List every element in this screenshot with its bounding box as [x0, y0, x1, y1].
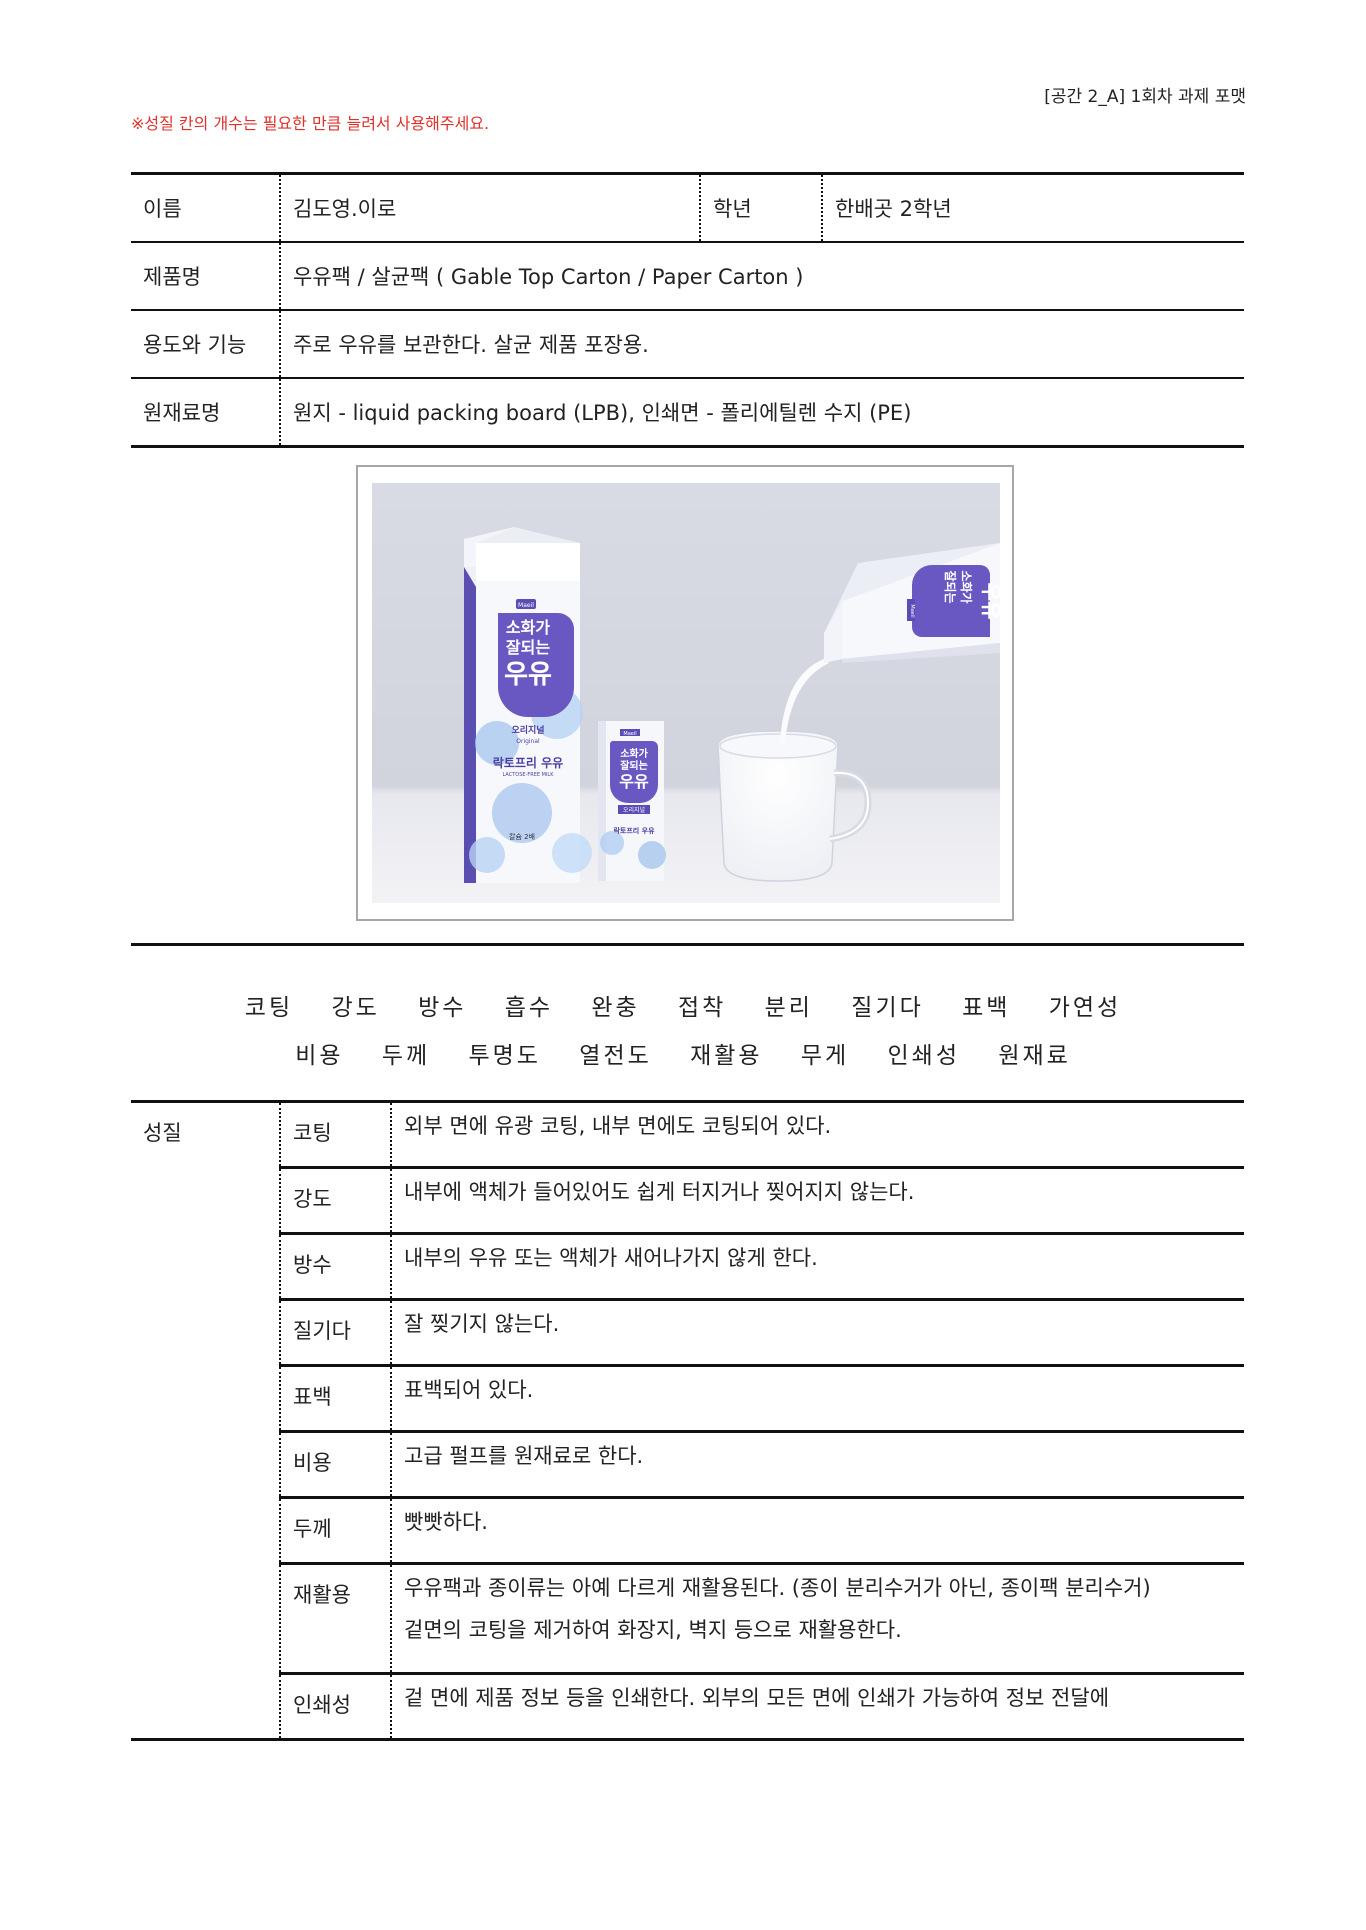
property-desc-line: 우유팩과 종이류는 아예 다르게 재활용된다. (종이 분리수거가 아닌, 종이… — [404, 1576, 1151, 1600]
svg-text:Maeil: Maeil — [623, 731, 636, 737]
name-value: 김도영.이로 — [279, 172, 700, 243]
svg-text:잘되는: 잘되는 — [506, 638, 550, 657]
property-row: 방수 내부의 우유 또는 액체가 새어나가지 않게 한다. — [131, 1233, 1244, 1301]
property-row: 표백 표백되어 있다. — [131, 1365, 1244, 1433]
keyword: 흡수 — [504, 995, 554, 1021]
svg-text:우유: 우유 — [619, 772, 649, 791]
milk-stream — [780, 659, 829, 743]
svg-text:잘되는: 잘되는 — [620, 759, 648, 772]
svg-text:락토프리 우유: 락토프리 우유 — [493, 755, 563, 770]
svg-text:오리지널: 오리지널 — [623, 806, 645, 814]
product-label: 제품명 — [131, 242, 280, 311]
name-label: 이름 — [131, 172, 280, 243]
svg-text:잘되는: 잘되는 — [943, 570, 958, 603]
keyword: 무게 — [800, 1043, 850, 1069]
keyword: 투명도 — [468, 1043, 541, 1069]
keyword: 비용 — [295, 1043, 344, 1069]
product-value: 우유팩 / 살균팩 ( Gable Top Carton / Paper Car… — [279, 242, 1244, 311]
property-desc: 잘 찢기지 않는다. — [391, 1299, 1244, 1367]
use-label: 용도와 기능 — [131, 310, 280, 379]
property-name: 강도 — [279, 1167, 392, 1235]
keyword: 분리 — [764, 995, 813, 1021]
info-table: 이름 김도영.이로 학년 한배곳 2학년 제품명 우유팩 / 살균팩 ( Gab… — [131, 172, 1244, 448]
svg-text:LACTOSE-FREE MILK: LACTOSE-FREE MILK — [503, 772, 555, 778]
keyword: 두께 — [381, 1043, 431, 1069]
milk-glass — [717, 730, 872, 882]
svg-text:우유: 우유 — [504, 660, 552, 690]
property-row: 질기다 잘 찢기지 않는다. — [131, 1299, 1244, 1367]
section-divider — [131, 943, 1244, 946]
material-value: 원지 - liquid packing board (LPB), 인쇄면 - 폴… — [279, 378, 1244, 448]
svg-text:락토프리 우유: 락토프리 우유 — [613, 826, 655, 835]
property-row: 성질 코팅 외부 면에 유광 코팅, 내부 면에도 코팅되어 있다. — [131, 1100, 1244, 1741]
property-row: 비용 고급 펄프를 원재료로 한다. — [131, 1431, 1244, 1499]
keyword: 인쇄성 — [887, 1043, 960, 1069]
property-row: 두께 빳빳하다. — [131, 1497, 1244, 1565]
pouring-milk-carton: 소화가 잘되는 우유 Maeil — [824, 543, 1000, 663]
product-photo: Maeil 소화가 잘되는 우유 오리지널 Original 락토프리 우유 L… — [372, 483, 1000, 903]
info-row-material: 원재료명 원지 - liquid packing board (LPB), 인쇄… — [131, 378, 1244, 448]
keyword: 강도 — [331, 995, 380, 1021]
keyword: 방수 — [418, 995, 467, 1021]
keyword: 재활용 — [690, 1043, 763, 1069]
property-desc: 우유팩과 종이류는 아예 다르게 재활용된다. (종이 분리수거가 아닌, 종이… — [391, 1563, 1244, 1675]
big-milk-carton: Maeil 소화가 잘되는 우유 오리지널 Original 락토프리 우유 L… — [464, 527, 592, 883]
product-photo-frame: Maeil 소화가 잘되는 우유 오리지널 Original 락토프리 우유 L… — [356, 465, 1014, 921]
keyword: 완충 — [591, 995, 640, 1021]
properties-category-label: 성질 — [131, 1100, 280, 1741]
info-row-product: 제품명 우유팩 / 살균팩 ( Gable Top Carton / Paper… — [131, 242, 1244, 311]
svg-text:오리지널: 오리지널 — [511, 724, 544, 736]
keyword: 코팅 — [244, 995, 294, 1021]
property-desc: 겉 면에 제품 정보 등을 인쇄한다. 외부의 모든 면에 인쇄가 가능하여 정… — [391, 1673, 1244, 1741]
property-desc: 빳빳하다. — [391, 1497, 1244, 1565]
property-desc: 고급 펄프를 원재료로 한다. — [391, 1431, 1244, 1499]
properties-table: 성질 코팅 외부 면에 유광 코팅, 내부 면에도 코팅되어 있다. 강도 내부… — [131, 1100, 1244, 1741]
property-name: 코팅 — [279, 1100, 392, 1169]
property-row: 재활용 우유팩과 종이류는 아예 다르게 재활용된다. (종이 분리수거가 아닌… — [131, 1563, 1244, 1675]
keyword: 열전도 — [579, 1043, 652, 1069]
info-row-name: 이름 김도영.이로 학년 한배곳 2학년 — [131, 172, 1244, 243]
svg-text:우유: 우유 — [979, 583, 1000, 620]
property-name: 두께 — [279, 1497, 392, 1565]
property-row: 강도 내부에 액체가 들어있어도 쉽게 터지거나 찢어지지 않는다. — [131, 1167, 1244, 1235]
svg-text:Maeil: Maeil — [518, 602, 534, 609]
keyword: 질기다 — [851, 995, 924, 1021]
property-row: 인쇄성 겉 면에 제품 정보 등을 인쇄한다. 외부의 모든 면에 인쇄가 가능… — [131, 1673, 1244, 1741]
info-row-use: 용도와 기능 주로 우유를 보관한다. 살균 제품 포장용. — [131, 310, 1244, 379]
svg-text:소화가: 소화가 — [959, 570, 974, 603]
svg-text:칼슘 2배: 칼슘 2배 — [509, 832, 535, 841]
keyword: 표백 — [962, 995, 1011, 1021]
property-desc: 외부 면에 유광 코팅, 내부 면에도 코팅되어 있다. — [391, 1100, 1244, 1169]
property-name: 비용 — [279, 1431, 392, 1499]
property-desc: 내부에 액체가 들어있어도 쉽게 터지거나 찢어지지 않는다. — [391, 1167, 1244, 1235]
use-value: 주로 우유를 보관한다. 살균 제품 포장용. — [279, 310, 1244, 379]
assignment-label: [공간 2_A] 1회차 과제 포맷 — [1044, 87, 1246, 107]
property-name: 재활용 — [279, 1563, 392, 1675]
svg-text:Maeil: Maeil — [909, 604, 915, 617]
keyword-row-2: 비용 두께 투명도 열전도 재활용 무게 인쇄성 원재료 — [0, 1036, 1366, 1070]
property-name: 표백 — [279, 1365, 392, 1433]
material-label: 원재료명 — [131, 378, 280, 448]
svg-text:소화가: 소화가 — [506, 618, 550, 637]
keyword: 가연성 — [1048, 995, 1122, 1021]
keyword: 접착 — [678, 995, 727, 1021]
small-milk-carton: Maeil 소화가 잘되는 우유 오리지널 락토프리 우유 — [598, 721, 666, 881]
svg-text:소화가: 소화가 — [620, 747, 648, 760]
property-desc: 내부의 우유 또는 액체가 새어나가지 않게 한다. — [391, 1233, 1244, 1301]
property-name: 인쇄성 — [279, 1673, 392, 1741]
grade-label: 학년 — [699, 172, 822, 243]
instruction-note: ※성질 칸의 개수는 필요한 만큼 늘려서 사용해주세요. — [131, 114, 490, 133]
keyword: 원재료 — [998, 1043, 1071, 1069]
property-name: 방수 — [279, 1233, 392, 1301]
property-desc: 표백되어 있다. — [391, 1365, 1244, 1433]
svg-text:Original: Original — [516, 738, 540, 745]
property-desc-line: 겉면의 코팅을 제거하여 화장지, 벽지 등으로 재활용한다. — [404, 1618, 902, 1642]
keyword-row-1: 코팅 강도 방수 흡수 완충 접착 분리 질기다 표백 가연성 — [0, 988, 1366, 1022]
property-name: 질기다 — [279, 1299, 392, 1367]
grade-value: 한배곳 2학년 — [821, 172, 1244, 243]
